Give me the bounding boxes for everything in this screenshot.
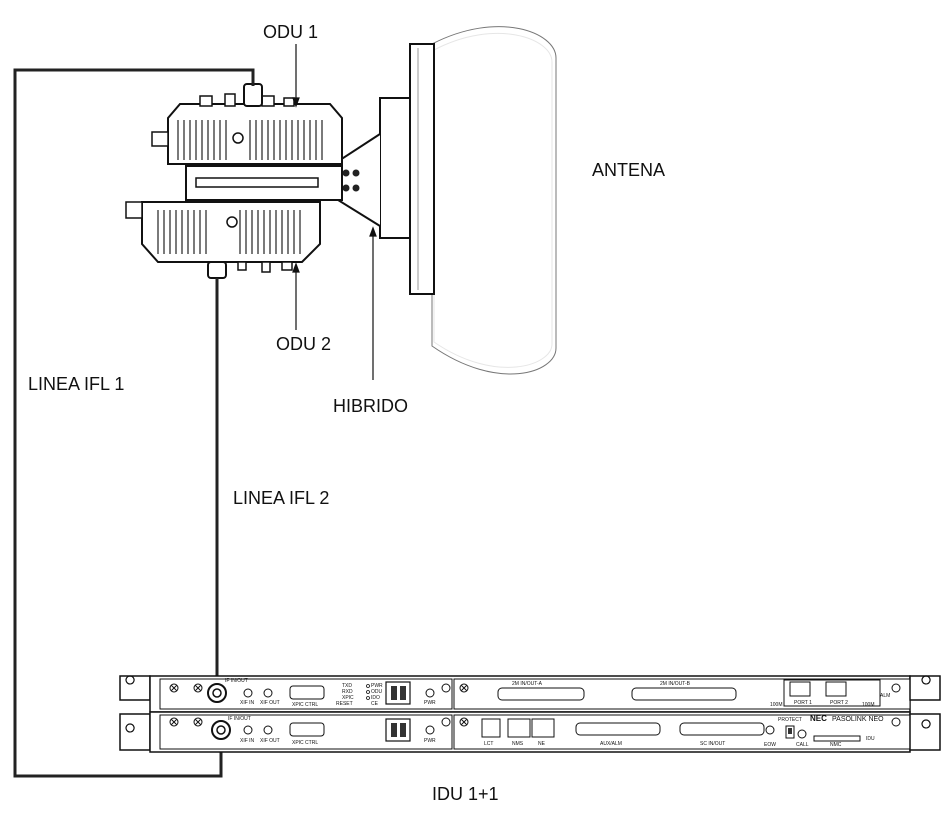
label-odu-2: ODU 2 [276, 334, 332, 354]
idu-label-nmc: NMC [830, 742, 842, 748]
idu-label-rxd: RXD [342, 689, 353, 695]
idu-label-brand: NEC [810, 714, 827, 723]
idu-panel-labels-row-1: IF IN/OUT XIF IN XIF OUT XPIC CTRL TXD R… [225, 678, 890, 708]
idu-label-idu: IDU [866, 736, 875, 742]
idu-rack-row-1 [119, 675, 941, 713]
idu-label-port2: PORT 2 [830, 700, 848, 706]
idu-label-xpic-ctrl-2: XPIC CTRL [292, 740, 318, 746]
idu-label-txd: TXD [342, 683, 352, 689]
idu-label-model: PASOLINK NEO [832, 716, 884, 723]
label-idu: IDU 1+1 [432, 784, 499, 804]
idu-label-odu: ODU [371, 689, 383, 695]
idu-label-xif-in-2: XIF IN [240, 738, 255, 744]
idu-label-xif-in: XIF IN [240, 700, 255, 706]
idu-label-reset: RESET [336, 701, 353, 707]
idu-panel-labels-row-2: IF IN/OUT XIF IN XIF OUT XPIC CTRL PWR L… [228, 714, 884, 748]
idu-label-call: CALL [796, 742, 809, 748]
idu-label-ne: NE [538, 741, 546, 747]
idu-label-port1: PORT 1 [794, 700, 812, 706]
label-hibrido: HIBRIDO [333, 396, 409, 416]
idu-label-if-inout-2: IF IN/OUT [228, 716, 251, 722]
idu-label-xpic-ctrl: XPIC CTRL [292, 702, 318, 708]
label-linea-ifl-2: LINEA IFL 2 [233, 488, 330, 508]
idu-label-protect: PROTECT [778, 717, 802, 723]
idu-label-2m-b: 2M IN/OUT-B [660, 681, 691, 687]
idu-label-pwr-2: PWR [424, 738, 436, 744]
idu-label-ce: CE [371, 701, 379, 707]
idu-label-alm: ALM [880, 693, 890, 699]
idu-label-if-inout: IF IN/OUT [225, 678, 248, 684]
leader-lines [292, 44, 377, 380]
idu-label-pwr-odu: PWR [371, 683, 383, 689]
odu-2-unit [125, 201, 321, 279]
idu-label-100m-left: 100M [770, 702, 783, 708]
label-antena: ANTENA [592, 160, 666, 180]
ifl-cable-1 [13, 68, 255, 778]
idu-rack-row-2 [119, 711, 941, 753]
idu-label-2m-a: 2M IN/OUT-A [512, 681, 543, 687]
idu-label-ido: IDO [371, 695, 380, 701]
idu-label-sc-inout: SC IN/OUT [700, 741, 725, 747]
antenna-dish [379, 26, 557, 375]
hybrid-coupler [336, 133, 381, 227]
idu-label-100m-right: 100M [862, 702, 875, 708]
label-odu-1: ODU 1 [263, 22, 319, 42]
odu-1-unit [151, 83, 343, 165]
idu-label-aux-alm: AUX/ALM [600, 741, 622, 747]
idu-label-xpic: XPIC [342, 695, 354, 701]
idu-label-xif-out: XIF OUT [260, 700, 280, 706]
idu-label-eow: EOW [764, 742, 776, 748]
idu-label-nms: NMS [512, 741, 524, 747]
idu-label-pwr: PWR [424, 700, 436, 706]
idu-label-lct: LCT [484, 741, 493, 747]
odu-mount-bracket [185, 165, 343, 201]
label-linea-ifl-1: LINEA IFL 1 [28, 374, 125, 394]
idu-label-xif-out-2: XIF OUT [260, 738, 280, 744]
